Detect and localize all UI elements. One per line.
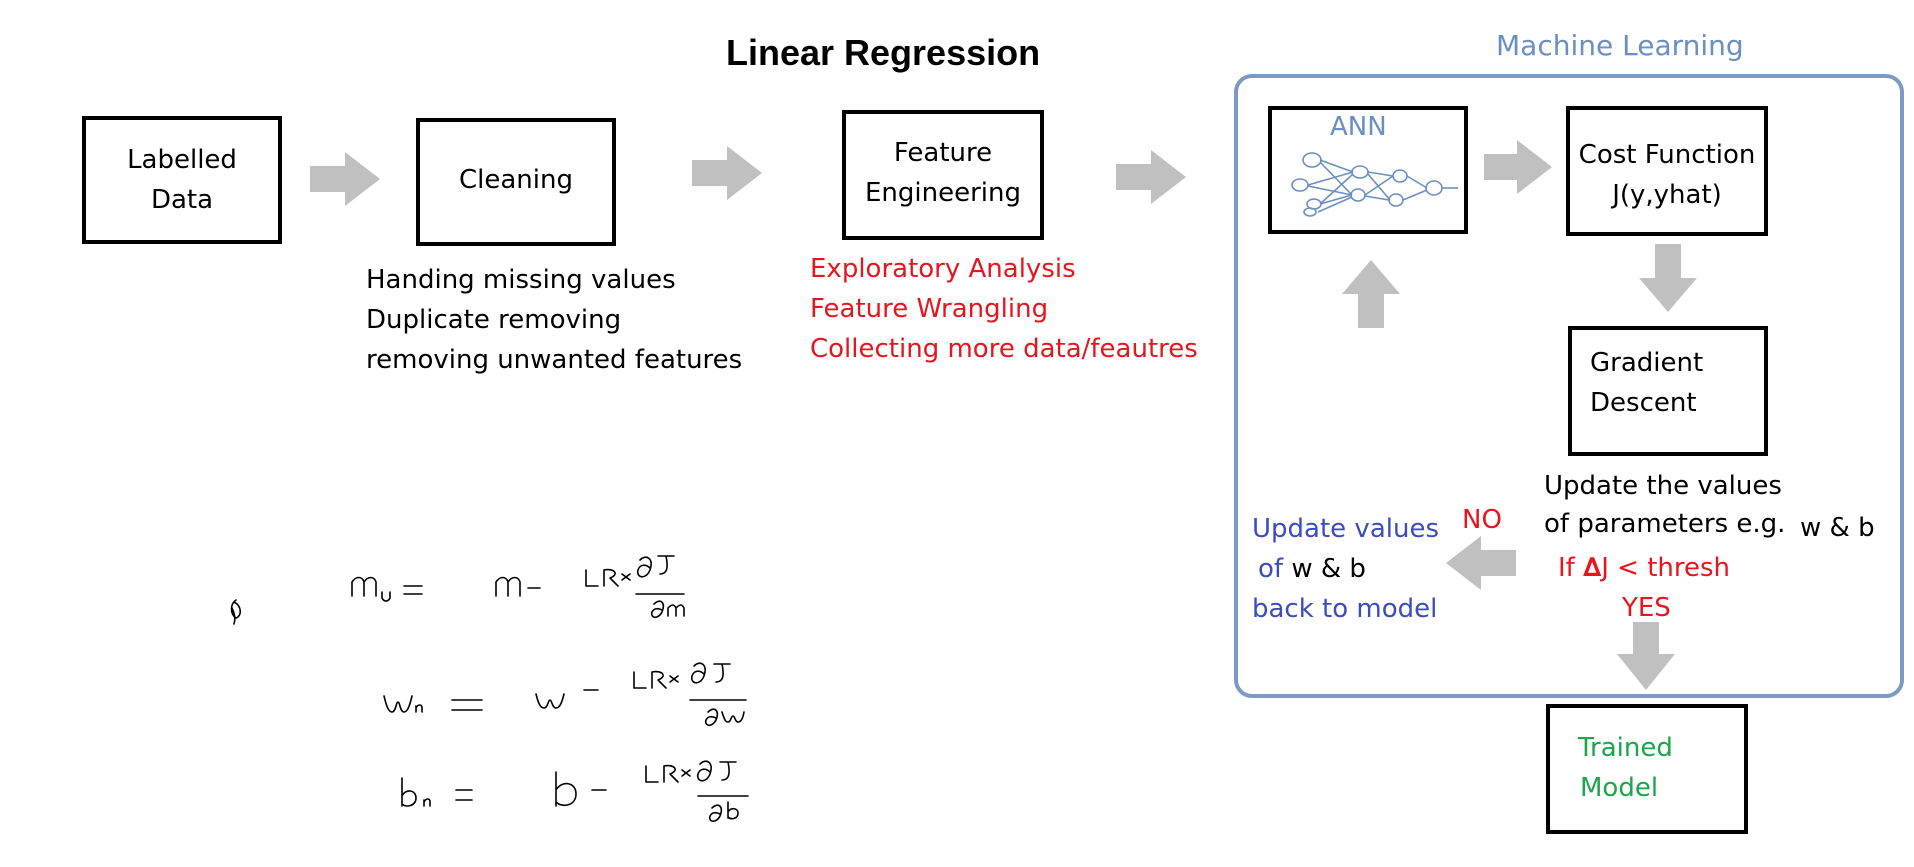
feature-note: Collecting more data/feautres — [810, 334, 1198, 364]
arrow-update-to-ann — [1342, 260, 1400, 328]
labelled-data-line1: Labelled — [127, 145, 237, 175]
feature-engineering-box — [842, 110, 1044, 240]
ann-label: ANN — [1330, 112, 1387, 142]
gradient-descent-line1: Gradient — [1590, 348, 1704, 378]
arrow-feature-to-ml — [1116, 150, 1186, 204]
trained-model-box — [1546, 704, 1748, 834]
cost-function-box — [1566, 106, 1768, 236]
delta-symbol: ∆ — [1583, 553, 1602, 583]
arrow-no-to-update — [1446, 536, 1516, 590]
update-back-line1: Update values — [1252, 514, 1439, 544]
gradient-descent-box — [1568, 326, 1768, 456]
update-back-wb: w & b — [1291, 554, 1366, 584]
cleaning-label: Cleaning — [459, 165, 573, 195]
feature-note: Feature Wrangling — [810, 294, 1049, 324]
arrow-ann-to-cost — [1484, 140, 1552, 194]
update-back-line2: of w & b — [1258, 549, 1366, 589]
cost-function-line1: Cost Function — [1578, 140, 1756, 170]
arrow-labelled-to-cleaning — [310, 152, 380, 206]
page-title: Linear Regression — [726, 32, 1041, 73]
machine-learning-frame — [1234, 74, 1904, 698]
feature-engineering-line1: Feature — [893, 138, 993, 168]
labelled-data-line2: Data — [150, 185, 214, 215]
machine-learning-label: Machine Learning — [1496, 29, 1744, 62]
update-back-of: of — [1258, 554, 1292, 584]
cleaning-note: Handing missing values — [366, 265, 676, 295]
cleaning-note: removing unwanted features — [366, 345, 743, 375]
update-back-line3: back to model — [1252, 594, 1438, 624]
arrow-cleaning-to-feature — [692, 146, 762, 200]
threshold-condition: If ∆J < thresh — [1558, 548, 1730, 588]
update-params-line1: Update the values — [1544, 471, 1782, 501]
cost-function-line2: J(y,yhat) — [1612, 180, 1722, 210]
gradient-descent-line2: Descent — [1590, 388, 1697, 418]
condition-prefix: If — [1558, 553, 1584, 583]
trained-model-line2: Model — [1580, 773, 1659, 803]
cleaning-note: Duplicate removing — [366, 305, 622, 335]
arrow-cost-to-gradient — [1639, 244, 1697, 312]
feature-engineering-line2: Engineering — [865, 178, 1021, 208]
update-params-line2: of parameters e.g. — [1544, 509, 1786, 539]
feature-note: Exploratory Analysis — [810, 254, 1076, 284]
yes-label: YES — [1622, 593, 1671, 623]
cleaning-box — [416, 118, 616, 246]
update-params-wb: w & b — [1800, 513, 1875, 543]
condition-rest: J < thresh — [1601, 553, 1731, 583]
arrow-gradient-to-trained — [1617, 622, 1675, 690]
trained-model-line1: Trained — [1578, 733, 1673, 763]
labelled-data-box — [82, 116, 282, 244]
no-label: NO — [1462, 505, 1502, 535]
